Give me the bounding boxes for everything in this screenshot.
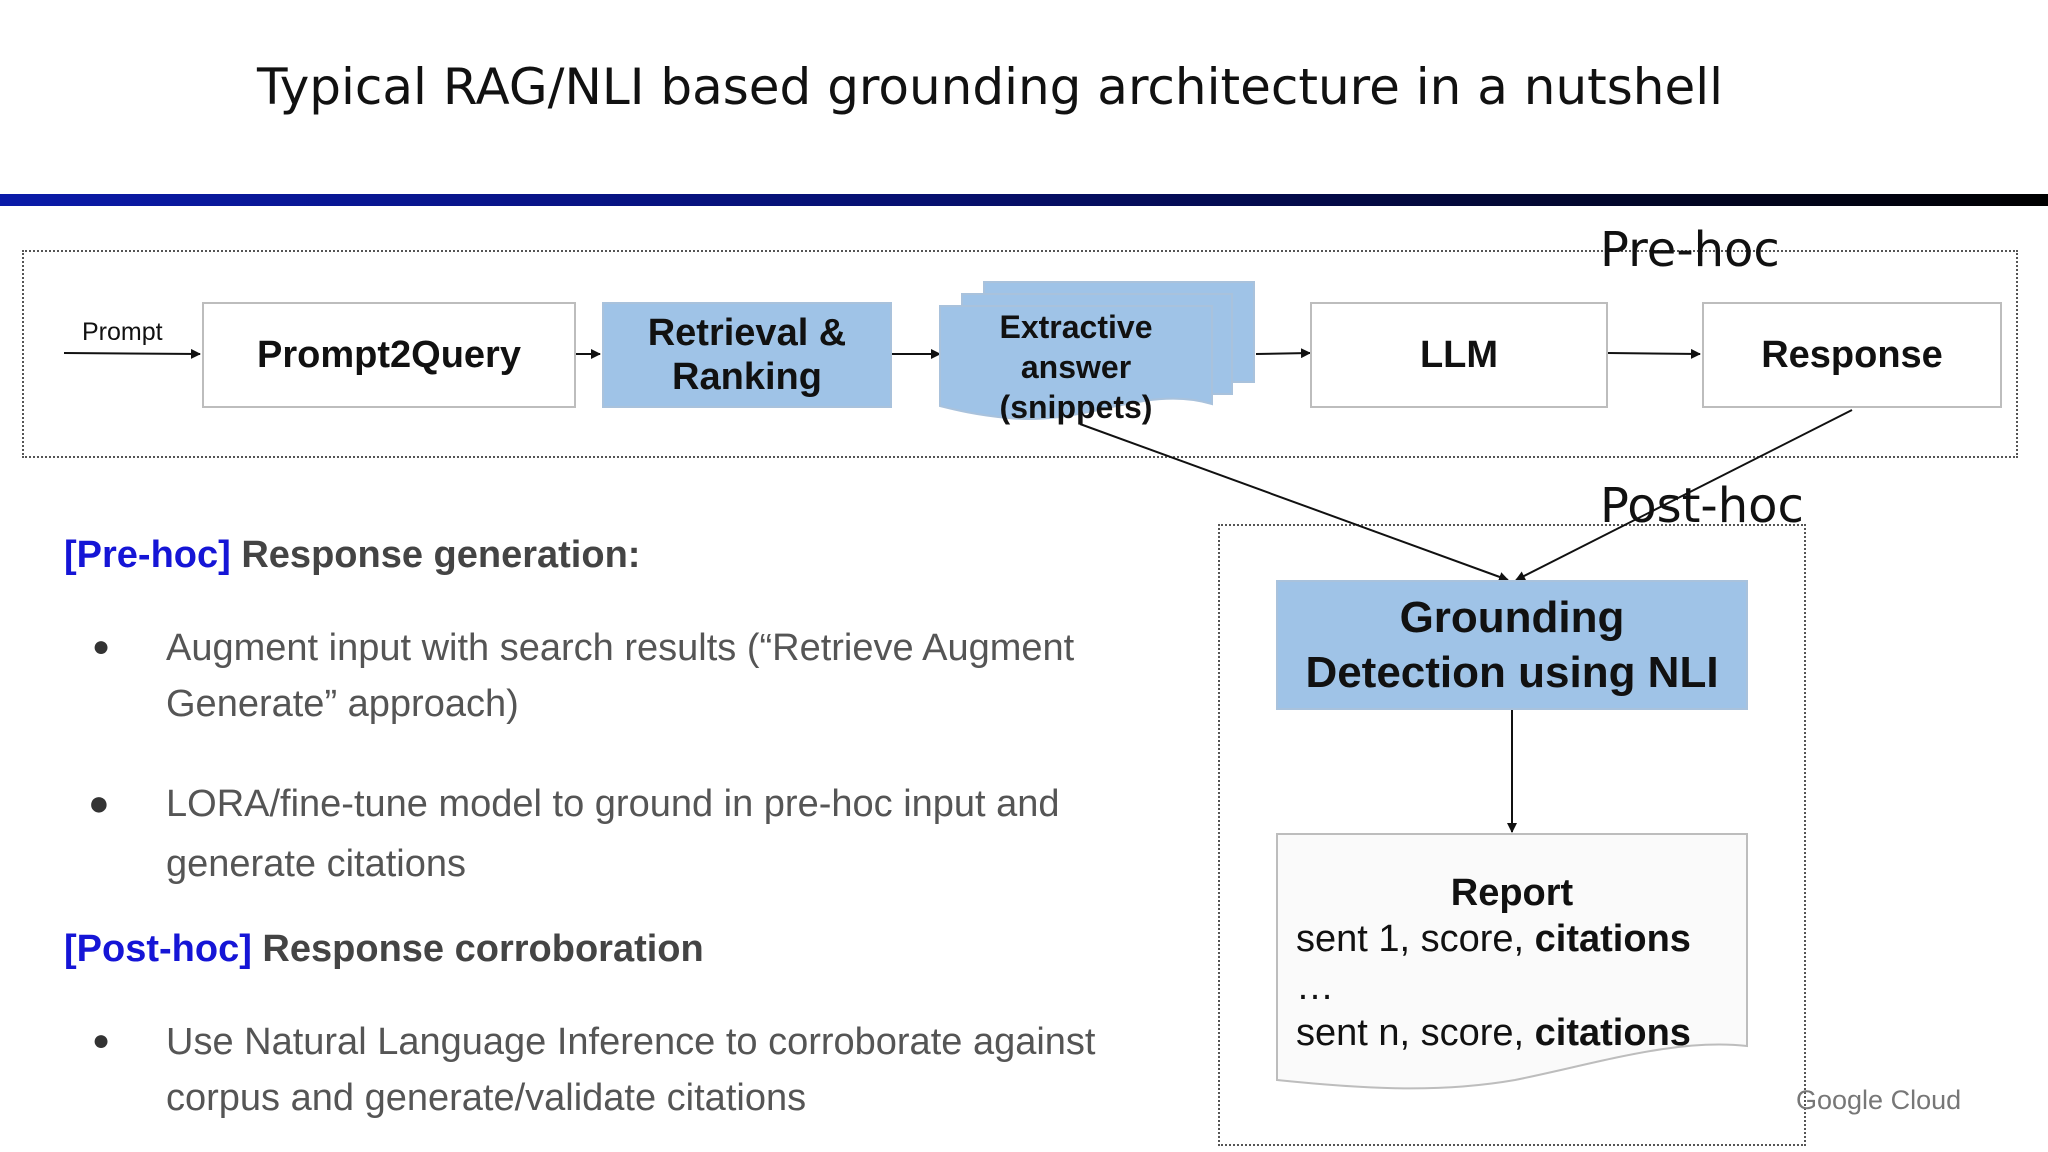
retrieval-ranking-box: Retrieval & Ranking <box>602 302 892 408</box>
bullet-1-dot: ● <box>92 630 111 663</box>
bullet-3-line2: corpus and generate/validate citations <box>166 1077 807 1119</box>
title-divider-bar <box>0 194 2048 206</box>
posthoc-heading-text: Response corroboration <box>251 928 704 970</box>
bullet-2-dot: ● <box>88 782 110 823</box>
bullet-2-line2: generate citations <box>166 843 466 885</box>
retrieval-label-line1: Retrieval & <box>647 312 847 354</box>
report-line-first-text: sent 1, score, <box>1296 918 1535 960</box>
arrow-extractive-to-llm <box>1255 348 1311 359</box>
report-line-first: sent 1, score, citations <box>1296 918 1691 961</box>
posthoc-tag: [Post-hoc] <box>64 928 252 970</box>
response-box: Response <box>1702 302 2002 408</box>
grounding-label-line2: Detection using NLI <box>1305 648 1719 697</box>
bullet-1-text: Augment input with search results (“Retr… <box>166 620 1074 732</box>
response-label: Response <box>1761 333 1943 376</box>
retrieval-label-line2: Ranking <box>672 356 822 398</box>
posthoc-region-label: Post-hoc <box>1600 478 1804 534</box>
bullet-1-line1: Augment input with search results (“Retr… <box>166 627 1075 669</box>
llm-box: LLM <box>1310 302 1608 408</box>
bullet-3-text: Use Natural Language Inference to corrob… <box>166 1014 1095 1126</box>
prompt2query-box: Prompt2Query <box>202 302 576 408</box>
report-title: Report <box>1450 872 1574 914</box>
bullet-2-text: LORA/fine-tune model to ground in pre-ho… <box>166 774 1060 894</box>
bullet-1-line2: Generate” approach) <box>166 683 519 725</box>
arrow-extractive-to-grounding <box>1079 423 1509 582</box>
extractive-answer-stack <box>939 281 1255 420</box>
google-cloud-logo: Google Cloud <box>1796 1085 1962 1115</box>
posthoc-heading: [Post-hoc] Response corroboration <box>64 928 704 971</box>
prehoc-tag: [Pre-hoc] <box>64 534 231 576</box>
llm-label: LLM <box>1419 333 1499 376</box>
arrow-response-to-grounding <box>1515 409 1853 581</box>
grounding-detection-box: Grounding Detection using NLI <box>1276 580 1748 710</box>
posthoc-region <box>1218 524 1806 1146</box>
report-ellipsis: … <box>1296 966 1334 1008</box>
extractive-label-line3: (snippets) <box>999 389 1153 425</box>
extractive-label-line1: Extractive <box>999 309 1153 345</box>
prehoc-region-label: Pre-hoc <box>1600 222 1780 278</box>
extractive-label-line2: answer <box>1020 349 1132 385</box>
snippet-doc-front <box>939 305 1213 420</box>
report-document <box>1276 833 1748 1090</box>
slide-title: Typical RAG/NLI based grounding architec… <box>256 58 1724 116</box>
extractive-answer-label: Extractive answer (snippets) <box>940 302 1212 432</box>
arrow-llm-to-response <box>1607 348 1701 359</box>
bullet-2-line1: LORA/fine-tune model to ground in pre-ho… <box>166 783 1060 825</box>
grounding-label-line1: Grounding <box>1399 593 1625 642</box>
report-line-last: sent n, score, citations <box>1296 1012 1691 1055</box>
prehoc-heading: [Pre-hoc] Response generation: <box>64 534 640 577</box>
prompt-label: Prompt <box>82 318 163 346</box>
report-line-last-text: sent n, score, <box>1296 1012 1535 1054</box>
arrow-prompt-to-prompt2query <box>63 348 201 359</box>
report-line-last-citations: citations <box>1534 1012 1691 1054</box>
report-line-first-citations: citations <box>1534 918 1691 960</box>
bullet-3-dot: ● <box>92 1024 111 1057</box>
prehoc-region <box>22 250 2018 458</box>
prompt2query-label: Prompt2Query <box>257 333 521 376</box>
prehoc-heading-text: Response generation: <box>230 534 641 576</box>
bullet-3-line1: Use Natural Language Inference to corrob… <box>166 1021 1096 1063</box>
